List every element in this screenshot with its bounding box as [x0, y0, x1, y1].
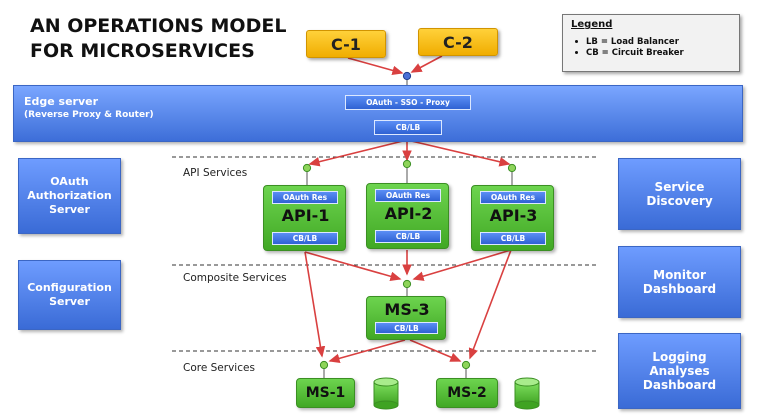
api2-connector	[402, 159, 412, 169]
arrow-api1-to-ms1	[304, 251, 326, 358]
logging-analyses-dashboard: Logging Analyses Dashboard	[618, 333, 741, 409]
configuration-server: Configuration Server	[18, 260, 121, 330]
client-c1: C-1	[306, 30, 386, 58]
core-service-ms2: MS-2	[436, 378, 498, 408]
api-service-1: OAuth Res API-1 CB/LB	[263, 185, 346, 251]
legend-title: Legend	[571, 19, 613, 30]
api2-oauth-res: OAuth Res	[375, 189, 441, 202]
legend-box: Legend LB = Load Balancer CB = Circuit B…	[562, 14, 740, 72]
ms2-database-icon	[514, 377, 540, 410]
composite-service-ms3: MS-3 CB/LB	[366, 296, 446, 340]
legend-item-lb: LB = Load Balancer	[571, 37, 731, 48]
legend-item-cb: CB = Circuit Breaker	[571, 48, 731, 59]
api-service-2: OAuth Res API-2 CB/LB	[366, 183, 449, 249]
bullet-icon	[575, 51, 578, 54]
edge-server-title: Edge server	[24, 95, 99, 108]
edge-server-subtitle: (Reverse Proxy & Router)	[24, 110, 154, 120]
arrow-api1-to-ms3	[304, 251, 402, 281]
core-service-ms1: MS-1	[296, 378, 355, 408]
section-label-api: API Services	[183, 167, 248, 179]
edge-oauth-sso-proxy: OAuth - SSO - Proxy	[345, 95, 471, 110]
api2-cblb: CB/LB	[375, 230, 441, 243]
diagram-title-line-1: AN OPERATIONS MODEL	[30, 15, 287, 37]
legend-item-cb-text: CB = Circuit Breaker	[586, 48, 684, 58]
section-label-core: Core Services	[183, 362, 255, 374]
arrow-edge-to-api1	[308, 139, 408, 167]
monitor-dashboard: Monitor Dashboard	[618, 246, 741, 318]
section-label-composite: Composite Services	[183, 272, 287, 284]
ms2-connector	[461, 360, 471, 370]
arrow-c1-to-edge	[347, 57, 404, 76]
api1-oauth-res: OAuth Res	[272, 191, 338, 204]
ms3-connector	[402, 279, 412, 289]
bullet-icon	[575, 40, 578, 43]
api2-name: API-2	[384, 204, 433, 223]
api-service-3: OAuth Res API-3 CB/LB	[471, 185, 554, 251]
arrow-api3-to-ms3	[412, 249, 512, 281]
ms1-connector	[319, 360, 329, 370]
diagram-title-line-2: FOR MICROSERVICES	[30, 40, 255, 62]
client-c2: C-2	[418, 28, 498, 56]
api1-name: API-1	[281, 206, 330, 225]
api1-connector	[302, 163, 312, 173]
ms1-database-icon	[373, 377, 399, 410]
api3-name: API-3	[489, 206, 538, 225]
arrow-ms3-to-ms1	[328, 339, 406, 364]
oauth-authorization-server: OAuth Authorization Server	[18, 158, 121, 234]
api3-connector	[507, 163, 517, 173]
edge-cblb: CB/LB	[374, 120, 442, 135]
edge-server: Edge server (Reverse Proxy & Router) OAu…	[13, 85, 743, 142]
diagram-title: AN OPERATIONS MODEL FOR MICROSERVICES	[30, 14, 320, 64]
ms3-cblb: CB/LB	[375, 322, 438, 334]
legend-item-lb-text: LB = Load Balancer	[586, 37, 679, 47]
api1-cblb: CB/LB	[272, 232, 338, 245]
api3-oauth-res: OAuth Res	[480, 191, 546, 204]
arrow-c2-to-edge	[410, 55, 443, 73]
arrow-api3-to-ms2	[468, 249, 512, 360]
api3-cblb: CB/LB	[480, 232, 546, 245]
arrow-ms3-to-ms2	[409, 339, 462, 362]
edge-entry-connector	[402, 71, 412, 81]
service-discovery: Service Discovery	[618, 158, 741, 230]
ms3-name: MS-3	[384, 300, 430, 319]
arrow-edge-to-api3	[406, 139, 511, 167]
